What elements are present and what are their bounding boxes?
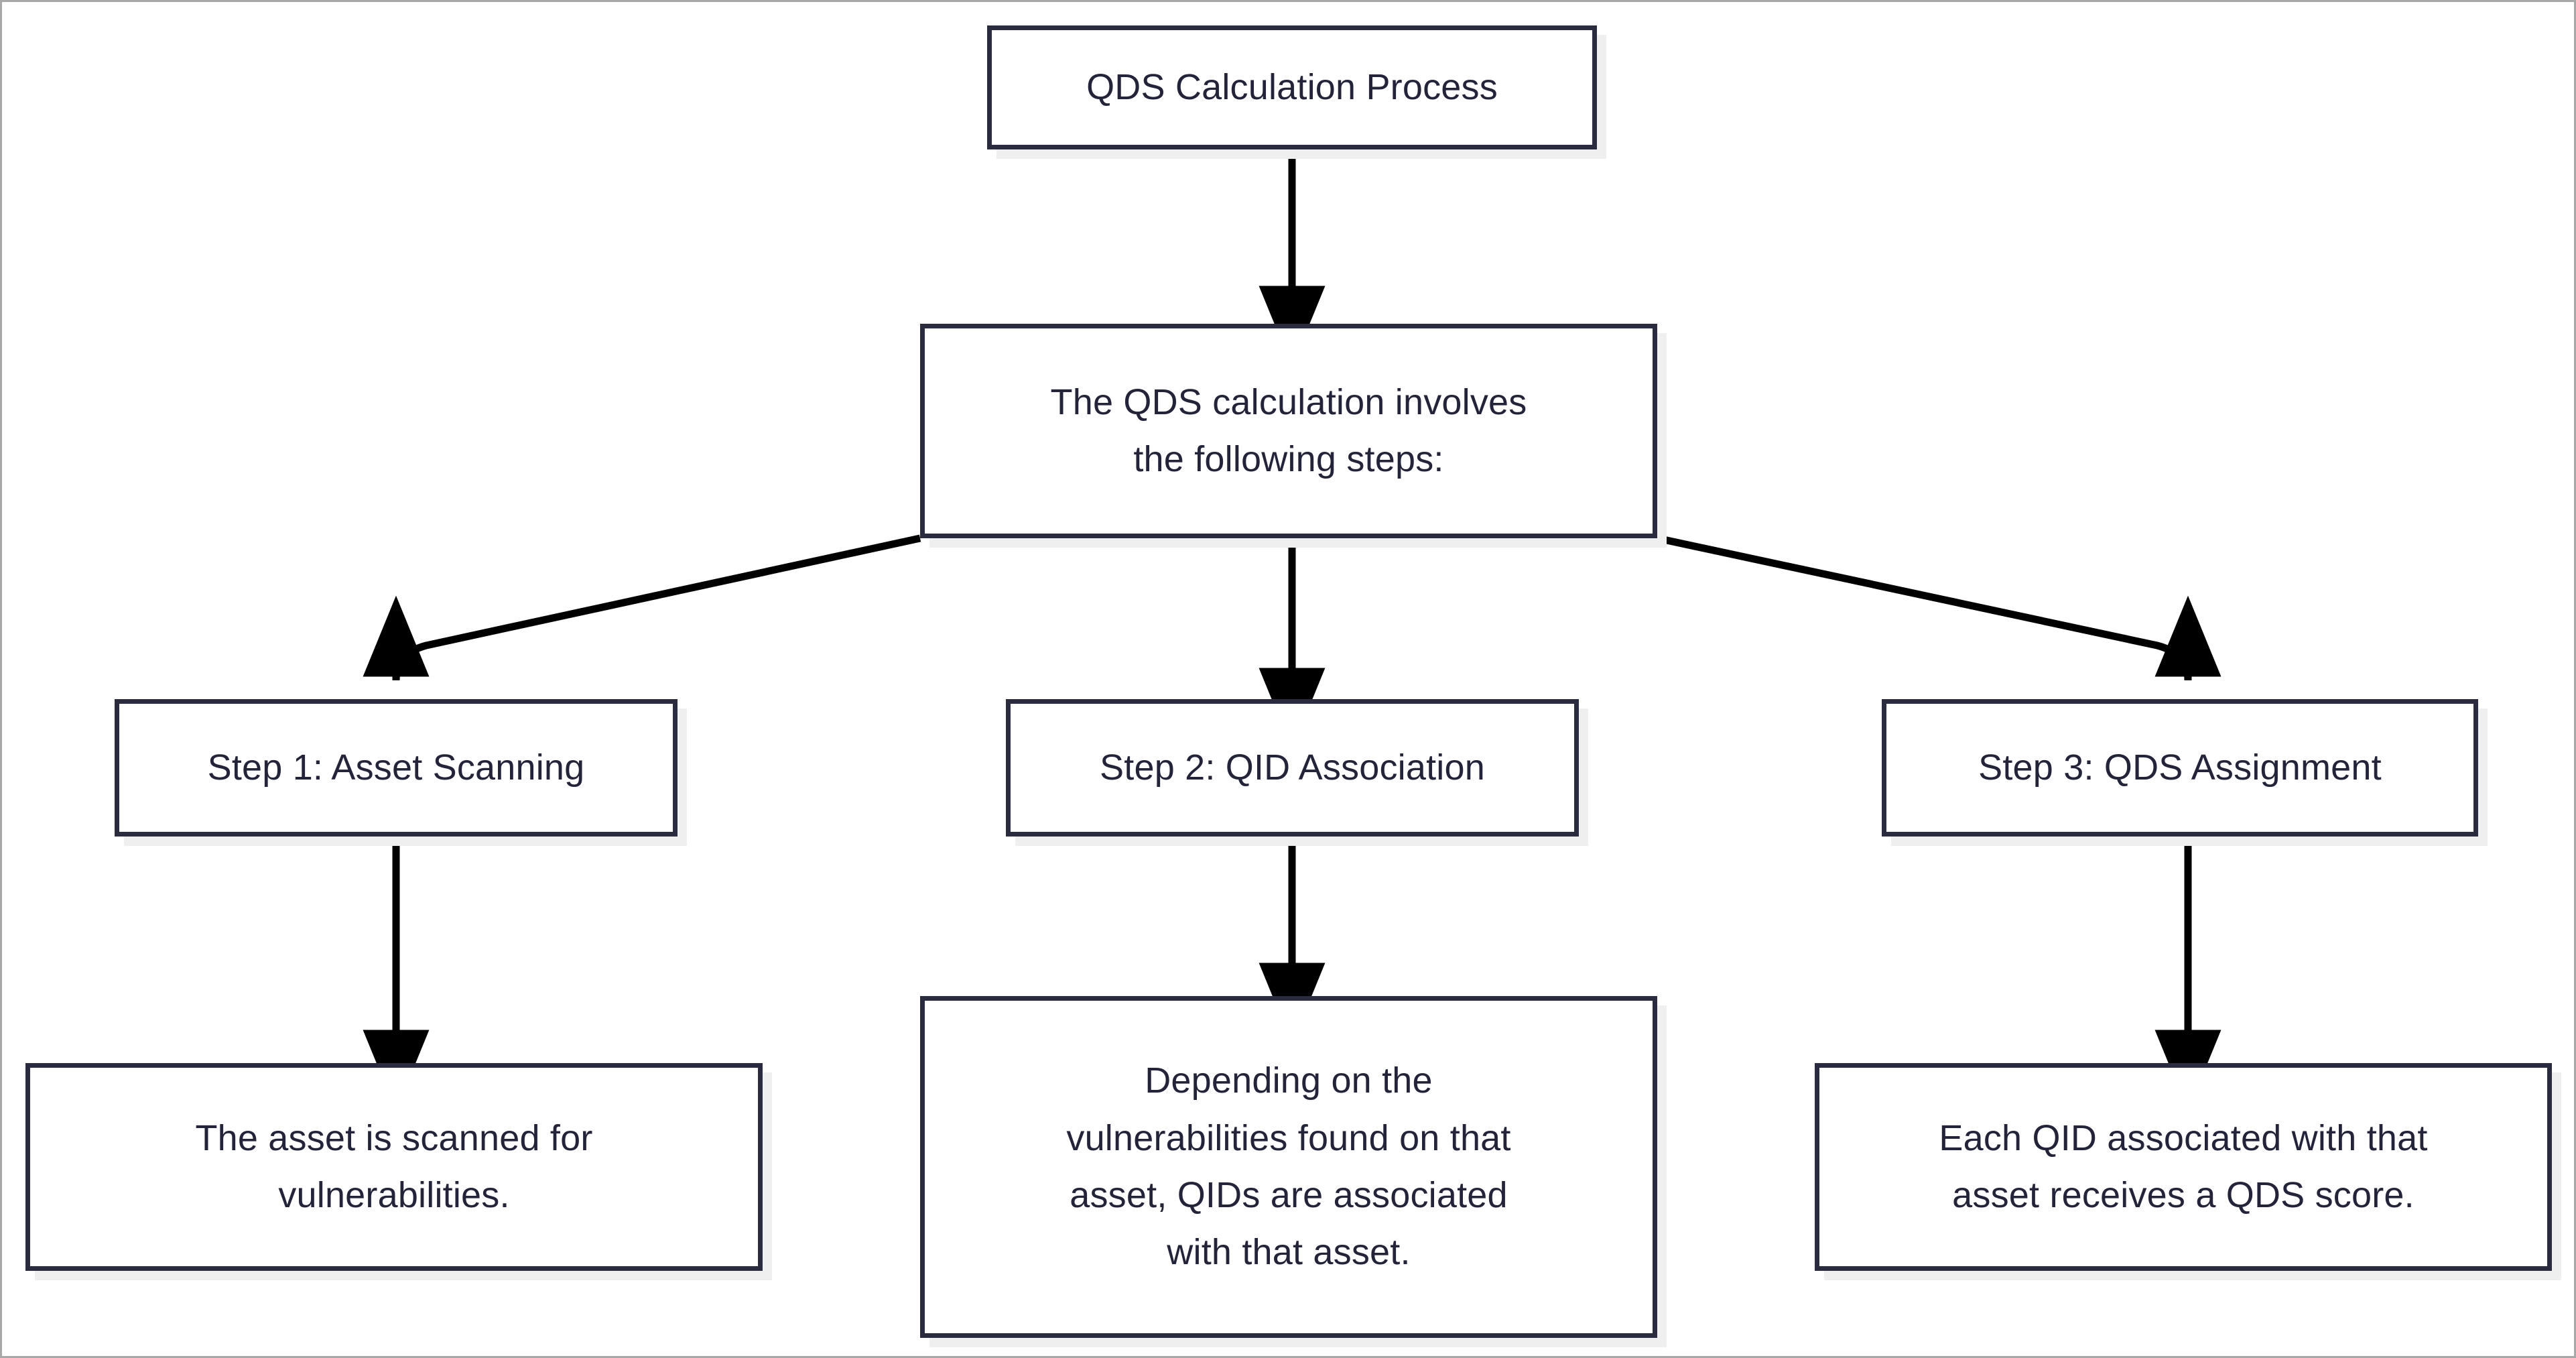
node-detail-qds-score[interactable]: Each QID associated with that asset rece… xyxy=(1815,1063,2552,1271)
node-label: Step 2: QID Association xyxy=(1100,747,1485,788)
node-label: Each QID associated with that asset rece… xyxy=(1939,1117,2428,1215)
node-qds-calculation-process[interactable]: QDS Calculation Process xyxy=(987,25,1597,149)
edge-intro-step3 xyxy=(1656,534,2221,681)
node-step-2-qid-association[interactable]: Step 2: QID Association xyxy=(1006,699,1579,837)
node-label: Step 1: Asset Scanning xyxy=(207,747,585,788)
node-label: QDS Calculation Process xyxy=(1086,66,1498,107)
edge-intro-step1 xyxy=(363,534,921,681)
node-detail-qids-associated[interactable]: Depending on the vulnerabilities found o… xyxy=(920,996,1657,1338)
node-detail-asset-scanned[interactable]: The asset is scanned for vulnerabilities… xyxy=(25,1063,763,1271)
node-label: The QDS calculation involves the followi… xyxy=(1050,381,1527,479)
node-label: Depending on the vulnerabilities found o… xyxy=(1066,1060,1511,1273)
node-step-1-asset-scanning[interactable]: Step 1: Asset Scanning xyxy=(115,699,678,837)
node-label: Step 3: QDS Assignment xyxy=(1978,747,2382,788)
node-label: The asset is scanned for vulnerabilities… xyxy=(195,1117,593,1215)
node-intro-steps[interactable]: The QDS calculation involves the followi… xyxy=(920,324,1657,538)
node-step-3-qds-assignment[interactable]: Step 3: QDS Assignment xyxy=(1882,699,2478,837)
